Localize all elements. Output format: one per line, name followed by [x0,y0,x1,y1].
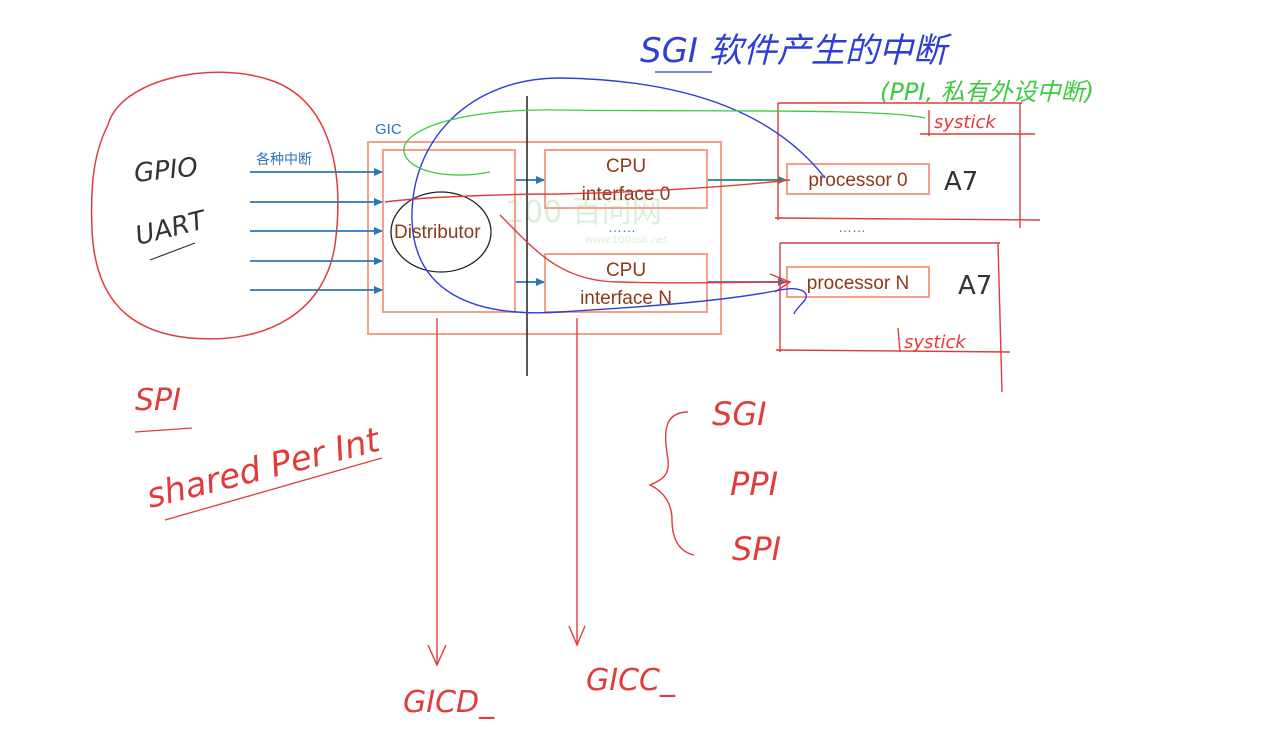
red-route-procn-head [769,273,792,293]
systick-bottom-label: systick [904,332,967,353]
spi-label: SPI [135,383,181,418]
cpu-interface-n-line1: CPU [606,260,646,281]
uart-underline [149,242,196,261]
a7-bottom-label: A7 [958,271,992,301]
shared-per-int-underline [164,457,383,521]
systick-top-label: systick [934,112,997,133]
interrupt-types-brace [648,411,695,556]
irq-arrows [250,168,383,294]
processor-0-box [786,163,930,195]
ppi-loop [403,109,926,176]
brace-ppi-label: PPI [730,465,778,503]
processor-dots: …… [838,219,866,235]
distributor-circle [390,191,492,273]
a7-top-label: A7 [944,167,978,197]
shared-per-int-label: shared Per Int [143,420,386,517]
cpu-interface-0-box [544,149,708,209]
brace-spi-label: SPI [732,530,781,568]
ppi-note: (PPI, 私有外设中断) [880,78,1094,106]
gicc-label: GICC_ [586,663,676,698]
irq-label: 各种中断 [256,152,312,168]
core-n-box [775,242,1011,393]
red-route-proc0 [384,179,791,203]
processor-n-label: processor N [807,273,909,294]
core-0-box [774,102,1041,228]
cpu-interface-0-line2: interface 0 [582,184,671,205]
uart-label: UART [132,205,210,252]
watermark: 100 百问网 www.100ask.net [505,195,668,246]
spi-underline [134,427,193,433]
cpu-interface-dots: …… [608,219,636,235]
red-route-procn [499,214,791,284]
gic-box [367,141,722,335]
processor-0-label: processor 0 [808,170,907,191]
sgi-loop [411,77,826,315]
distributor-label: Distributor [394,222,481,243]
gpio-label: GPIO [133,152,200,189]
cpu-interface-0-line1: CPU [606,156,646,177]
gicd-arrow-head [427,644,447,667]
watermark-brand: 100 百问网 [505,195,662,230]
gicc-arrow-head [568,625,586,647]
cpu-interface-n-line2: interface N [580,288,672,309]
gic-label: GIC [375,121,402,138]
sgi-note: SGI 软件产生的中断 [640,31,953,71]
gicd-label: GICD_ [403,685,495,720]
brace-sgi-label: SGI [712,395,767,433]
peripheral-circle [90,71,339,340]
watermark-url: www.100ask.net [585,235,668,246]
